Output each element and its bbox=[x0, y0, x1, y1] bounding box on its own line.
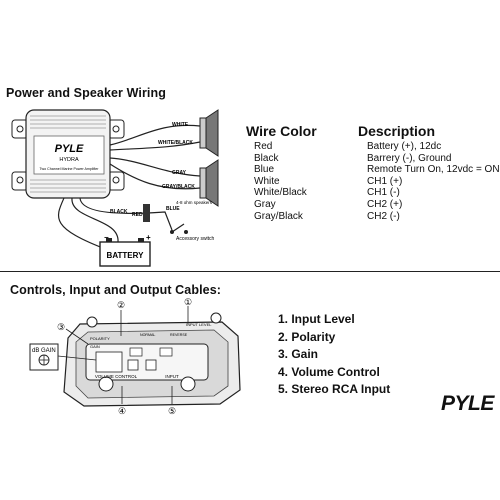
battery-icon bbox=[99, 238, 151, 267]
wire-label-white-black: WHITE/BLACK bbox=[158, 140, 193, 146]
input-label: INPUT bbox=[165, 374, 179, 379]
brand-logo: PYLE bbox=[441, 392, 494, 415]
wire-color-cell: White bbox=[254, 175, 280, 187]
wire-color-cell: Gray/Black bbox=[254, 210, 303, 222]
wire-label-black: BLACK bbox=[110, 209, 128, 215]
wire-label-blue: BLUE bbox=[166, 206, 180, 212]
controls-section-title: Controls, Input and Output Cables: bbox=[10, 283, 222, 297]
battery-plus: + bbox=[146, 233, 151, 242]
section-divider bbox=[0, 271, 500, 272]
wire-label-gray-black: GRAY/BLACK bbox=[162, 184, 195, 190]
callout-2: ② bbox=[117, 300, 125, 310]
amp-subtitle: Two Channel Marine Power Amplifier bbox=[40, 167, 100, 171]
normal-label: NORMAL bbox=[140, 333, 155, 337]
callout-1: ① bbox=[184, 297, 192, 307]
list-item: 4. Volume Control bbox=[278, 364, 380, 379]
amplifier-illustration bbox=[11, 109, 125, 199]
wire-color-cell: White/Black bbox=[254, 187, 307, 199]
list-item: 3. Gain bbox=[278, 347, 319, 361]
speaker-ch2-icon bbox=[199, 159, 219, 207]
amp-model: HYDRA bbox=[59, 157, 79, 163]
description-cell: Battery (+), 12dc bbox=[367, 141, 442, 152]
description-cell: CH1 (-) bbox=[367, 187, 400, 199]
wire-color-cell: Black bbox=[254, 152, 279, 164]
amplifier-end-panel bbox=[63, 312, 241, 407]
gain-label: GAIN bbox=[90, 344, 100, 349]
input-level-label: INPUT LEVEL bbox=[186, 322, 212, 327]
description-cell: Barrery (-), Ground bbox=[367, 152, 452, 164]
callout-4: ④ bbox=[118, 406, 126, 416]
list-item: 2. Polarity bbox=[278, 329, 336, 344]
battery-minus: − bbox=[104, 233, 109, 242]
description-cell: CH1 (+) bbox=[367, 175, 403, 187]
wire-label-gray: GRAY bbox=[172, 170, 187, 176]
volume-control-label: VOLUME CONTROL bbox=[95, 374, 138, 379]
list-item: 1. Input Level bbox=[278, 312, 355, 326]
wire-label-red: RED bbox=[132, 212, 143, 218]
wire-label-white: WHITE bbox=[172, 122, 189, 128]
db-gain-inset bbox=[29, 343, 97, 371]
inline-fuse-icon bbox=[143, 204, 150, 222]
speaker-ch1-icon bbox=[199, 109, 219, 157]
description-header: Description bbox=[358, 123, 436, 139]
list-item: 5. Stereo RCA Input bbox=[278, 382, 391, 396]
wire-color-column: Red Black Blue White White/Black Gray Gr… bbox=[254, 141, 307, 222]
description-column: Battery (+), 12dc Barrery (-), Ground Re… bbox=[367, 141, 500, 222]
wire-color-cell: Gray bbox=[254, 198, 276, 210]
controls-panel-diagram: dB GAIN POLARITY GAIN NORMAL REVERSE INP… bbox=[29, 297, 241, 416]
callout-leaders bbox=[65, 306, 189, 404]
wiring-section-title: Power and Speaker Wiring bbox=[6, 86, 166, 100]
description-cell: CH2 (-) bbox=[367, 210, 400, 222]
wire-color-cell: Blue bbox=[254, 164, 275, 176]
controls-list: 1. Input Level 2. Polarity 3. Gain 4. Vo… bbox=[278, 311, 390, 399]
description-cell: Remote Turn On, 12vdc = ON bbox=[367, 164, 500, 176]
speaker-wires bbox=[109, 124, 201, 190]
wire-color-header: Wire Color bbox=[246, 123, 317, 139]
accessory-switch-icon bbox=[170, 223, 188, 234]
wire-color-cell: Red bbox=[254, 141, 273, 152]
power-wires bbox=[57, 197, 173, 254]
callout-5: ⑤ bbox=[168, 406, 176, 416]
battery-label: BATTERY bbox=[107, 251, 145, 260]
callout-3: ③ bbox=[57, 322, 65, 332]
amp-brand-logo: PYLE bbox=[55, 143, 84, 155]
db-gain-label: dB GAIN bbox=[32, 348, 56, 354]
wiring-diagram: PYLE HYDRA Two Channel Marine Power Ampl… bbox=[11, 109, 219, 267]
reverse-label: REVERSE bbox=[170, 333, 188, 337]
description-cell: CH2 (+) bbox=[367, 198, 403, 210]
speakers-caption: 4-8 ohm speakers bbox=[176, 200, 213, 205]
polarity-label: POLARITY bbox=[90, 336, 110, 341]
accessory-caption: Accessory switch bbox=[176, 236, 215, 242]
